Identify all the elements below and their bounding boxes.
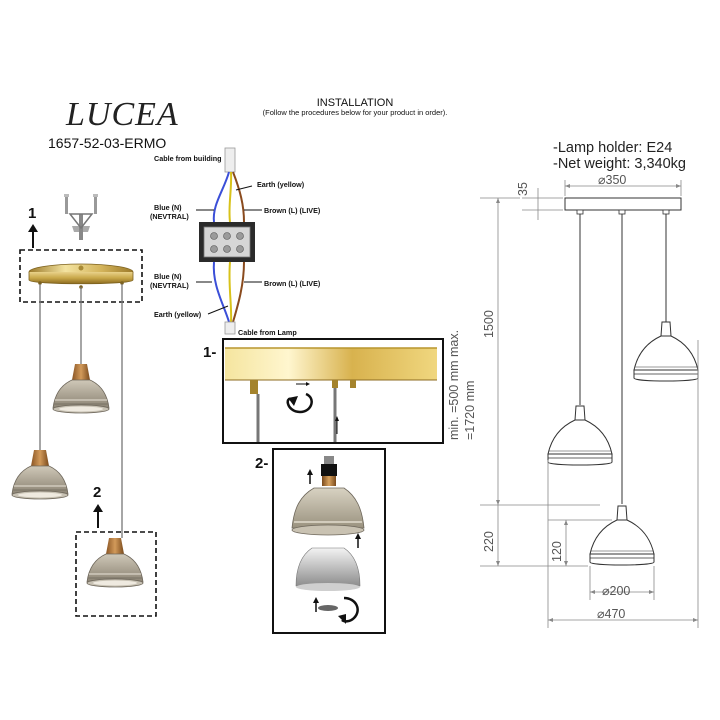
inner-diffuser-closeup [295, 547, 361, 591]
label-blue-top: Blue (N) [154, 203, 182, 212]
dim-canopy-diameter: ⌀350 [598, 173, 627, 187]
glass-shade-closeup [291, 487, 365, 536]
wire-blue-top [212, 171, 230, 223]
shade-outline-left [547, 405, 613, 466]
arrow-up-icon [307, 469, 313, 484]
arrow-up-icon [28, 224, 38, 248]
locking-ring [318, 605, 338, 611]
arrow-up-icon [93, 504, 103, 528]
spec-lamp-holder: -Lamp holder: E24 [553, 140, 673, 156]
shade-outline-right [633, 321, 699, 382]
canopy [28, 263, 134, 289]
label-blue-bottom: Blue (N) [154, 272, 182, 281]
pendant-cables [39, 284, 123, 538]
detail-step-2-label: 2- [255, 455, 269, 472]
mounting-screws [64, 194, 98, 240]
wire-blue-bottom [212, 261, 230, 323]
wire-brown-bottom [232, 261, 245, 323]
dim-shade-diameter: ⌀200 [602, 584, 631, 598]
product-code: 1657-52-03-ERMO [48, 135, 167, 151]
canopy-outline [564, 197, 682, 211]
label-cable-from-lamp: Cable from Lamp [238, 328, 297, 337]
wire-earth-bottom [228, 261, 233, 323]
dim-total-height: 1500 [482, 310, 496, 338]
label-earth-top: Earth (yellow) [257, 180, 305, 189]
dimension-lines [480, 180, 699, 628]
shade-outline-bottom [589, 505, 655, 566]
installation-subtitle: (Follow the procedures below for your pr… [262, 108, 448, 117]
step2-detail-box [272, 448, 386, 634]
rotate-arrow-icon [338, 596, 359, 624]
step1-detail-box [222, 338, 444, 444]
arrow-up-icon [355, 533, 361, 548]
canopy-plate-closeup [225, 348, 437, 380]
wire-brown-top [232, 171, 245, 223]
dim-shade-height: 120 [550, 541, 564, 562]
label-brown-top: Brown (L) (LIVE) [264, 206, 321, 215]
label-pointers [196, 185, 262, 315]
dimension-arrowheads [496, 184, 698, 622]
dim-canopy-height: 35 [516, 182, 530, 196]
installation-title: INSTALLATION [316, 97, 394, 109]
arrow-up-icon [335, 416, 339, 434]
label-cable-from-building: Cable from building [154, 154, 222, 163]
detail-step-1-label: 1- [203, 344, 217, 361]
lamp-holder-socket [321, 464, 337, 476]
dim-lower-drop: 220 [482, 531, 496, 552]
wire-earth-top [228, 171, 233, 223]
arrow-up-icon [313, 597, 319, 612]
spec-net-weight: -Net weight: 3,340kg [553, 156, 686, 172]
label-neutral-bottom: (NEVTRAL) [150, 281, 189, 290]
dim-overall-diameter: ⌀470 [597, 607, 626, 621]
cable-outlines [579, 214, 667, 504]
step-number-1: 1 [28, 205, 37, 222]
terminal-block [199, 222, 255, 262]
label-earth-bottom: Earth (yellow) [154, 310, 202, 319]
rotate-arrow-icon [286, 392, 313, 414]
screw-post [250, 380, 258, 394]
label-neutral-top: (NEVTRAL) [150, 212, 189, 221]
brand-name: LUCEA [66, 96, 179, 133]
shade-highlight-box [75, 531, 157, 617]
dim-adjust-range: min. =500 mm max. =1720 mm [447, 329, 477, 440]
label-brown-bottom: Brown (L) (LIVE) [264, 279, 321, 288]
step-number-2: 2 [93, 484, 102, 501]
